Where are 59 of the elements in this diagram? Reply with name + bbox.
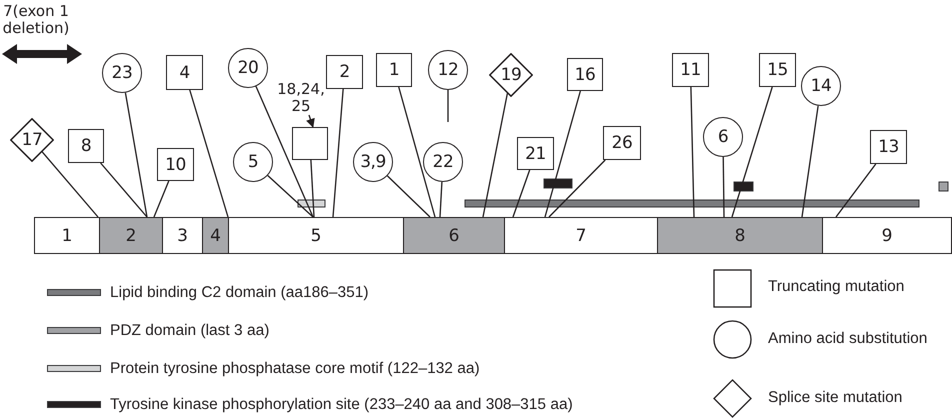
substitution-marker: 20 <box>228 48 268 88</box>
exon-box: 1 <box>34 217 100 254</box>
deletion-label: 7(exon 1 deletion) <box>2 3 70 37</box>
exon-box: 2 <box>99 217 163 254</box>
exon-box: 9 <box>822 217 952 254</box>
leader-line <box>722 157 725 217</box>
leader-line <box>544 90 581 218</box>
leader-line <box>153 180 170 218</box>
truncating-marker <box>292 127 328 160</box>
legend-label: Splice site mutation <box>768 389 902 407</box>
substitution-marker: 12 <box>428 50 468 90</box>
leader-line <box>42 151 98 218</box>
leader-line <box>386 175 430 218</box>
leader-line <box>100 162 148 218</box>
exon-box: 5 <box>228 217 404 254</box>
leader-line <box>690 86 695 218</box>
legend-label: Lipid binding C2 domain (aa186–351) <box>110 284 369 302</box>
truncating-marker: 10 <box>157 148 194 181</box>
exon-box: 3 <box>162 217 203 254</box>
legend-label: Tyrosine kinase phosphorylation site (233–240 aa and 308–315 aa) <box>110 396 573 414</box>
leader-line <box>189 90 229 218</box>
splice-site-marker: 17 <box>10 118 54 162</box>
substitution-marker: 5 <box>233 142 273 182</box>
truncating-marker: 2 <box>326 55 363 89</box>
substitution-marker: 3,9 <box>353 142 393 182</box>
truncating-marker: 4 <box>166 55 203 90</box>
leader-line <box>731 86 773 218</box>
arrow <box>306 114 315 128</box>
splice-site-marker: 19 <box>489 53 533 97</box>
substitution-marker: 23 <box>102 53 142 93</box>
legend-label: Amino acid substitution <box>768 330 928 348</box>
truncating-marker: 11 <box>672 53 709 87</box>
truncating-marker: 21 <box>517 137 554 170</box>
leader-line <box>398 86 436 218</box>
legend-label: PDZ domain (last 3 aa) <box>110 322 270 340</box>
leader-line <box>447 90 449 122</box>
leader-line <box>267 175 314 218</box>
truncating-marker: 8 <box>68 129 104 163</box>
leader-line <box>332 88 344 218</box>
exon-box: 4 <box>202 217 229 254</box>
exon-box: 8 <box>657 217 823 254</box>
leader-line <box>124 92 148 218</box>
leader-line <box>439 182 443 218</box>
legend-label: Protein tyrosine phosphatase core motif (122–132 aa) <box>110 360 480 378</box>
legend-label: Truncating mutation <box>768 278 904 296</box>
truncating-marker: 26 <box>603 126 641 160</box>
exon-box: 6 <box>403 217 505 254</box>
substitution-marker: 22 <box>423 142 463 182</box>
substitution-marker: 6 <box>703 117 743 157</box>
leader-line <box>512 170 530 218</box>
truncating-marker: 13 <box>870 130 907 164</box>
exon-box: 7 <box>504 217 658 254</box>
leader-line <box>255 86 314 218</box>
truncating-marker: 16 <box>567 58 603 91</box>
truncating-marker: 15 <box>759 53 796 87</box>
truncating-marker: 1 <box>376 53 412 87</box>
substitution-marker: 14 <box>801 66 841 106</box>
leader-line <box>310 160 315 218</box>
leader-line <box>548 160 606 218</box>
